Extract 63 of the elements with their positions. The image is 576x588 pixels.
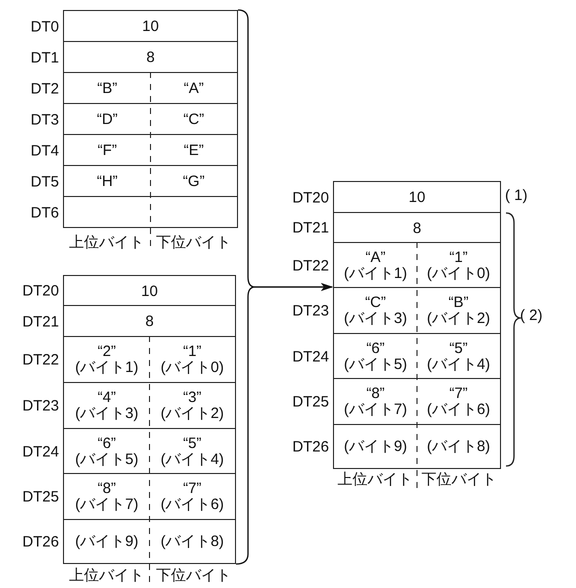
column-caption: 上位バイト [68, 233, 145, 252]
register-label: DT26 [292, 438, 329, 456]
register-label: DT4 [30, 142, 59, 159]
register-label: DT21 [292, 220, 329, 236]
register-value: 10 [408, 189, 426, 206]
register-label: DT20 [22, 282, 59, 300]
byte-value: (バイト8) [426, 439, 490, 455]
register-label: DT3 [30, 111, 59, 128]
register-value: 10 [141, 282, 158, 300]
column-caption: 上位バイト [336, 470, 414, 489]
byte-value: “8” (バイト7) [344, 386, 408, 418]
group-label: ( 1) [505, 187, 528, 204]
register-label: DT1 [30, 49, 59, 66]
byte-value: “8” (バイト7) [75, 481, 138, 513]
byte-value: “H” [96, 174, 118, 190]
byte-value: “C” (バイト3) [344, 295, 408, 327]
register-label: DT25 [292, 394, 329, 410]
register-value: 10 [142, 18, 159, 35]
byte-value: “C” [183, 112, 204, 128]
byte-value: “7” (バイト6) [426, 386, 490, 418]
register-value: 8 [412, 220, 422, 236]
column-caption: 上位バイト [68, 566, 145, 585]
byte-value: “A” [184, 80, 204, 96]
register-label: DT24 [22, 443, 59, 460]
register-label: DT22 [292, 257, 329, 274]
register-label: DT6 [30, 204, 59, 221]
register-label: DT25 [22, 488, 59, 506]
byte-value: “4” (バイト3) [75, 390, 138, 422]
register-label: DT21 [22, 313, 59, 330]
column-caption: 下位バイト [155, 566, 232, 585]
register-label: DT2 [30, 80, 59, 97]
byte-value: “1” (バイト0) [160, 344, 224, 376]
register-value: 8 [145, 313, 154, 330]
register-label: DT20 [292, 189, 329, 206]
byte-value: “G” [182, 174, 205, 190]
byte-value: (バイト9) [75, 534, 138, 550]
byte-value: “7” (バイト6) [160, 481, 224, 513]
byte-value: “D” [96, 112, 118, 128]
byte-value: “B” (バイト2) [426, 295, 490, 327]
byte-value: “1” (バイト0) [426, 250, 490, 282]
byte-value: “A” (バイト1) [344, 250, 408, 282]
register-label: DT5 [30, 173, 59, 190]
column-caption: 下位バイト [420, 470, 498, 489]
byte-value: “5” (バイト4) [426, 340, 490, 372]
byte-value: “B” [97, 80, 118, 96]
byte-value: (バイト9) [344, 439, 408, 455]
register-label: DT24 [292, 348, 329, 365]
group-label: ( 2) [520, 307, 542, 324]
register-label: DT0 [30, 18, 59, 35]
byte-value: “3” (バイト2) [160, 390, 224, 422]
byte-value: “6” (バイト5) [344, 340, 408, 372]
register-label: DT22 [22, 352, 59, 368]
register-value: 8 [146, 49, 155, 66]
register-label: DT23 [22, 398, 59, 414]
byte-value: “2” (バイト1) [75, 344, 138, 376]
register-label: DT23 [292, 302, 329, 320]
register-label: DT26 [22, 534, 59, 550]
byte-value: “5” (バイト4) [160, 436, 224, 468]
column-caption: 下位バイト [155, 233, 232, 252]
byte-value: “6” (バイト5) [75, 436, 138, 468]
byte-value: “F” [98, 142, 117, 158]
byte-value: “E” [184, 142, 204, 158]
byte-value: (バイト8) [160, 534, 224, 550]
